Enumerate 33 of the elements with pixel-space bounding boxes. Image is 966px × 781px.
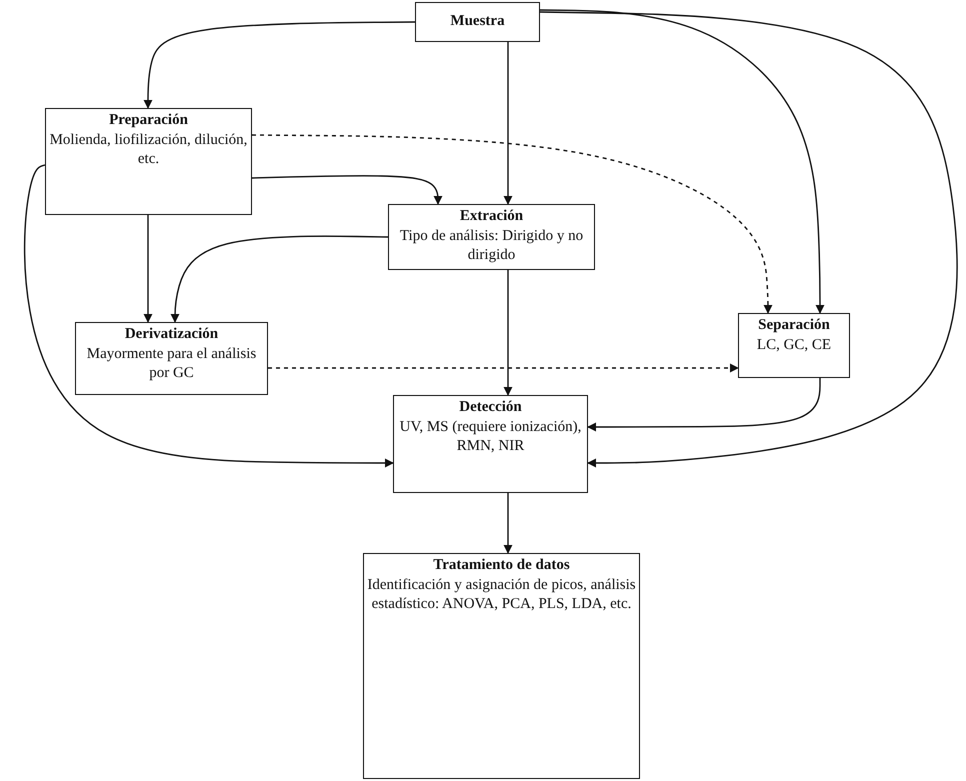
arrow [587,378,821,432]
box-heading: Tratamiento de datos [432,556,571,575]
arrow [144,215,152,323]
arrow [540,11,958,468]
box-heading: Muestra [449,12,506,32]
process-box [738,313,850,378]
process-box [388,204,595,270]
box-text: Mayormente para el análisis por GC [86,344,258,383]
box-heading: Derivatización [124,325,220,344]
arrow [252,134,772,314]
arrow [268,364,739,372]
box-text: Molienda, liofilización, dilución, etc. [49,130,248,169]
arrow [540,9,824,314]
arrow [252,175,442,205]
box-text: LC, GC, CE [756,336,832,354]
process-box [393,395,588,493]
box-text: Identificación y asignación de picos, análisis estadístico: ANOVA, PCA, PLS, LDA, etc. [367,576,636,614]
box-heading: Extración [458,207,524,226]
process-box [75,322,268,395]
box-heading: Preparación [108,111,189,130]
arrow [504,270,512,396]
process-box [363,553,640,779]
arrow [24,164,394,468]
box-heading: Detección [458,398,523,417]
box-text: UV, MS (requiere ionización), RMN, NIR [398,418,582,456]
arrow [144,21,415,109]
process-box [45,108,252,215]
arrow [504,42,512,205]
process-box [415,2,540,42]
arrow [504,493,512,554]
box-heading: Separación [757,316,831,335]
box-text: Tipo de análisis: Dirigido y no dirigido [398,226,584,265]
arrow [170,236,388,323]
